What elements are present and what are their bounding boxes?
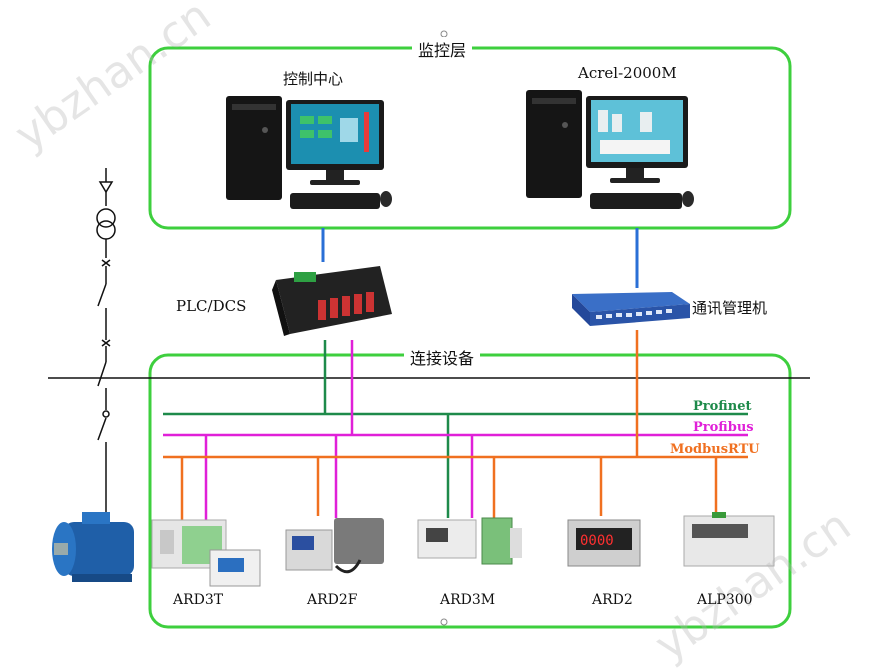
bus-profinet	[163, 340, 748, 518]
bus-label-profinet: Profinet	[693, 399, 752, 414]
switch-label: 通讯管理机	[692, 299, 768, 317]
bus-label-modbusrtu: ModbusRTU	[670, 442, 760, 457]
svg-text:0000: 0000	[580, 533, 614, 549]
device-label-ard2f: ARD2F	[307, 592, 358, 608]
plc-rack	[272, 266, 392, 336]
device-label-ard2: ARD2	[592, 592, 633, 608]
bus-profibus	[163, 340, 748, 522]
device-label-ard3m: ARD3M	[440, 592, 496, 608]
device-zone-title: 连接设备	[404, 345, 481, 369]
device-ard2f-image	[285, 518, 384, 574]
bus-label-profibus: Profibus	[693, 420, 754, 435]
comm-switch	[572, 292, 690, 326]
device-alp300-image	[683, 512, 775, 567]
device-label-ard3t: ARD3T	[173, 592, 224, 608]
device-ard2-image: 0000	[567, 519, 641, 567]
computer-acrel-2000m	[526, 90, 694, 209]
bottom-anchor	[440, 618, 448, 626]
computer-label-acrel: Acrel-2000M	[578, 64, 677, 82]
computer-label-control-center: 控制中心	[283, 70, 344, 88]
computer-control-center	[226, 96, 392, 209]
device-ard3t-image	[151, 519, 261, 587]
plc-label: PLC/DCS	[176, 297, 247, 315]
device-label-alp300: ALP300	[697, 592, 753, 608]
motor	[52, 512, 134, 582]
device-ard3m-image	[417, 517, 522, 565]
power-single-line	[96, 168, 116, 512]
bus-modbus	[163, 330, 748, 520]
monitor-zone-title: 监控层	[412, 37, 473, 61]
